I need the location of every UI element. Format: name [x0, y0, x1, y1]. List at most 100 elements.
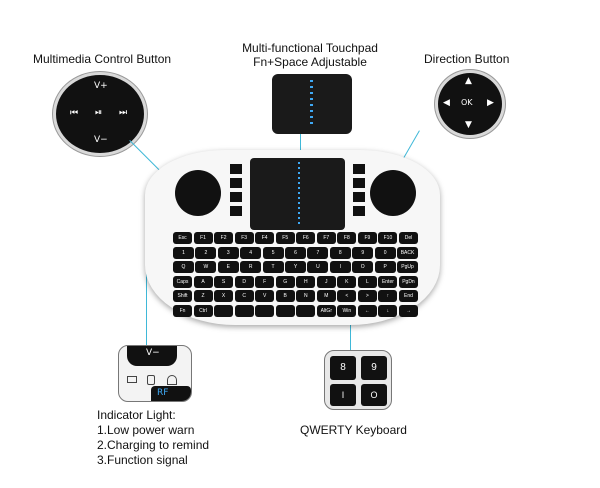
keyboard-key[interactable]: F3 [234, 232, 254, 244]
keyboard-key[interactable]: R [240, 261, 262, 273]
keyboard-key[interactable]: C [234, 290, 254, 302]
next-track-icon: ⏭ [119, 108, 128, 118]
keyboard-key[interactable]: G [275, 275, 295, 288]
keyboard-key[interactable]: T [262, 261, 284, 273]
keyboard-key[interactable]: V [255, 290, 275, 302]
qwerty-keyboard-label: QWERTY Keyboard [300, 423, 407, 437]
keyboard-key[interactable]: L [357, 275, 377, 288]
keyboard-key[interactable]: ↓ [378, 304, 398, 317]
qwerty-zoom: 8 9 I O [324, 350, 392, 410]
keyboard-key[interactable]: Enter [378, 275, 398, 288]
rf-key: RF [151, 386, 191, 401]
multimedia-pad-zoom: V+ V− ⏮ ⏯ ⏭ [53, 72, 147, 156]
keyboard-key[interactable]: F4 [255, 232, 275, 244]
touchpad-label-line1: Multi-functional Touchpad [242, 41, 378, 55]
keyboard-key[interactable]: 3 [217, 246, 239, 259]
keyboard-key[interactable]: F [255, 275, 275, 288]
keyboard-key[interactable]: F7 [316, 232, 336, 244]
keyboard-key[interactable]: F9 [357, 232, 377, 244]
indicator-light-zoom: V− RF [118, 345, 192, 402]
keyboard-multimedia-pad[interactable] [175, 170, 221, 216]
touchpad-label-line2: Fn+Space Adjustable [253, 55, 367, 69]
keyboard-key[interactable]: 0 [374, 246, 396, 259]
keyboard-key[interactable]: Z [193, 290, 213, 302]
keyboard-right-buttons[interactable] [353, 164, 365, 220]
keyboard-key[interactable]: F2 [214, 232, 234, 244]
keyboard-key[interactable]: Fn [173, 304, 193, 317]
keyboard-key[interactable]: Y [285, 261, 306, 273]
keyboard-key[interactable]: ↑ [378, 290, 398, 302]
keyboard-key[interactable]: Esc [173, 232, 193, 244]
keyboard-key[interactable]: F5 [275, 232, 295, 244]
keyboard-key[interactable]: A [193, 275, 213, 288]
keyboard-key[interactable]: H [296, 275, 316, 288]
keyboard-key[interactable]: ← [357, 304, 377, 317]
keyboard-touchpad[interactable] [250, 158, 345, 230]
keyboard-key[interactable]: Q [173, 261, 194, 273]
keyboard-key[interactable] [214, 304, 234, 317]
connector-indicator [146, 235, 147, 345]
keyboard-key[interactable]: AltGr [316, 304, 336, 317]
keyboard-key[interactable]: S [214, 275, 234, 288]
zoom-key-i: I [330, 384, 356, 406]
keyboard-key[interactable]: X [214, 290, 234, 302]
keyboard-key[interactable]: Shift [173, 290, 193, 302]
keyboard-key[interactable]: F6 [296, 232, 316, 244]
multimedia-control-label: Multimedia Control Button [33, 52, 172, 66]
keyboard-direction-pad[interactable] [370, 170, 416, 216]
keyboard-key[interactable]: Win [337, 304, 357, 317]
keyboard-key[interactable]: F1 [193, 232, 213, 244]
touchpad-scroll-strip-small [298, 162, 300, 224]
signal-indicator-icon [167, 375, 177, 385]
indicator-light-item-1: 1.Low power warn [97, 423, 195, 437]
keyboard-key[interactable]: 5 [262, 246, 284, 259]
keyboard-key[interactable]: P [374, 261, 396, 273]
keyboard-key[interactable]: B [275, 290, 295, 302]
keyboard-key[interactable]: Del [398, 232, 418, 244]
keyboard-key[interactable]: 8 [329, 246, 351, 259]
keyboard-key[interactable]: D [234, 275, 254, 288]
volume-down-icon: V− [94, 135, 108, 145]
keyboard-key[interactable]: J [316, 275, 336, 288]
zoom-key-o-label: O [370, 390, 378, 400]
keyboard-key[interactable]: < [337, 290, 357, 302]
keyboard-key[interactable]: 6 [285, 246, 306, 259]
keyboard-key[interactable]: > [357, 290, 377, 302]
charging-indicator-icon [147, 375, 155, 385]
keyboard-key[interactable]: I [329, 261, 351, 273]
keyboard-key[interactable]: 7 [307, 246, 329, 259]
keyboard-key[interactable]: End [398, 290, 418, 302]
keyboard-key[interactable]: F10 [378, 232, 398, 244]
keyboard-key[interactable]: F8 [337, 232, 357, 244]
keyboard-key[interactable]: U [307, 261, 329, 273]
keyboard-key[interactable]: PgDn [398, 275, 418, 288]
keyboard-key[interactable] [234, 304, 254, 317]
keyboard-key[interactable]: 1 [173, 246, 194, 259]
keyboard-key[interactable]: W [195, 261, 217, 273]
keyboard-key[interactable]: Caps [173, 275, 193, 288]
keyboard-left-buttons[interactable] [230, 164, 242, 220]
keyboard-key[interactable]: BACK [397, 246, 418, 259]
keyboard-key[interactable]: N [296, 290, 316, 302]
keyboard-key[interactable]: → [398, 304, 418, 317]
keyboard-key[interactable]: 9 [352, 246, 374, 259]
keyboard-key[interactable]: K [337, 275, 357, 288]
play-pause-icon: ⏯ [95, 108, 103, 118]
indicator-light-item-3: 3.Function signal [97, 453, 188, 467]
indicator-key: V− [127, 346, 177, 366]
keyboard-key[interactable] [255, 304, 275, 317]
keyboard-key[interactable]: E [217, 261, 239, 273]
keyboard-key[interactable]: O [352, 261, 374, 273]
arrow-left-icon: ◀ [443, 98, 450, 108]
touchpad-scroll-strip [310, 80, 313, 128]
keyboard-key[interactable] [275, 304, 295, 317]
keyboard-key[interactable]: 4 [240, 246, 262, 259]
keyboard-key[interactable]: Ctrl [193, 304, 213, 317]
keyboard-key[interactable] [296, 304, 316, 317]
keyboard-key[interactable]: M [316, 290, 336, 302]
keyboard-key[interactable]: 2 [195, 246, 217, 259]
battery-indicator-icon [127, 376, 137, 383]
keyboard-key[interactable]: PgUp [397, 261, 418, 273]
